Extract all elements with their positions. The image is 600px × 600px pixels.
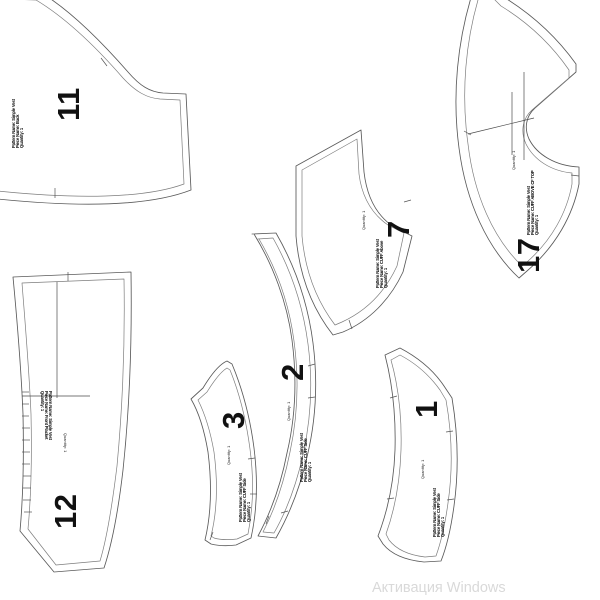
piece-outline-7 xyxy=(295,129,413,336)
piece-outline-1 xyxy=(377,347,458,563)
piece-outline-12 xyxy=(12,271,132,573)
piece-outline-2 xyxy=(251,232,317,539)
piece-outline-17 xyxy=(455,0,580,279)
piece-outline-11 xyxy=(0,0,192,205)
piece-outline-3 xyxy=(190,360,257,547)
